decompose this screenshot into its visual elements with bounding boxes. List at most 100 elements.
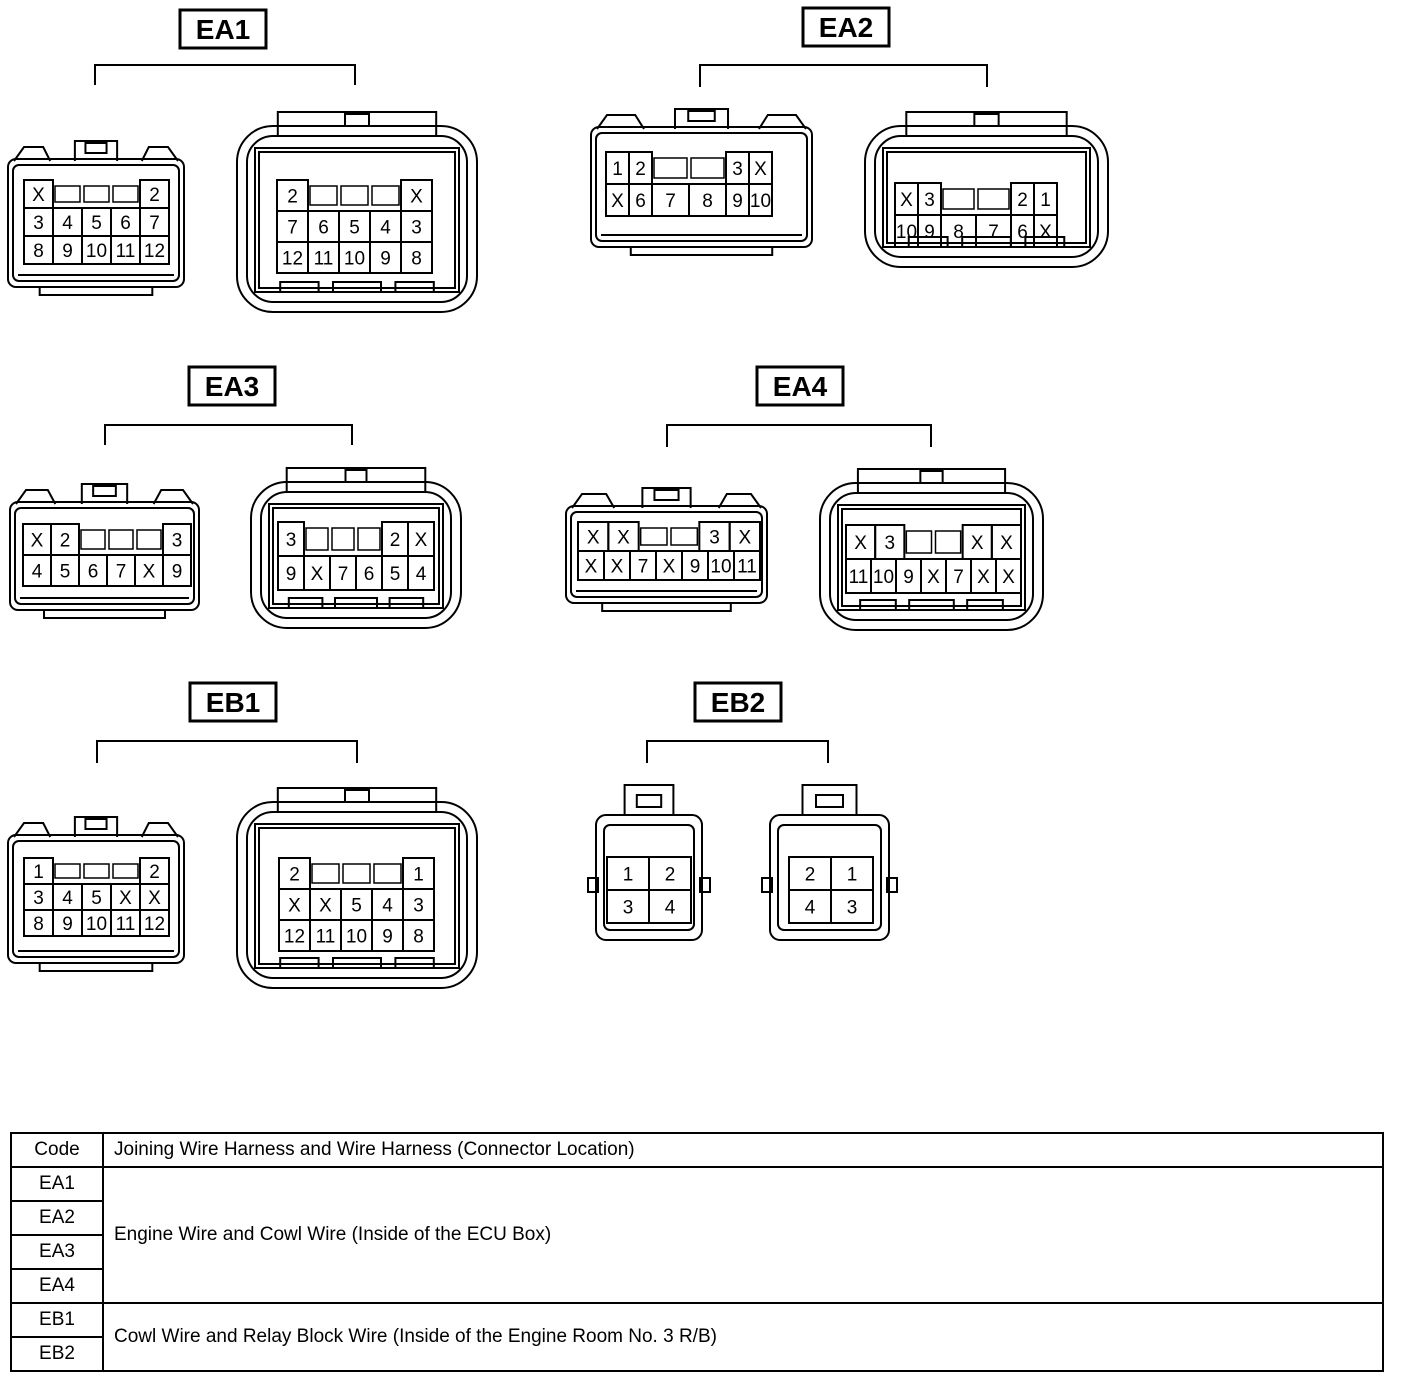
pin-label: 6 <box>318 218 329 239</box>
pin-label: 11 <box>737 557 757 578</box>
pin-label: 1 <box>33 862 44 883</box>
connector-inner-wall <box>246 135 468 303</box>
side-latch <box>886 877 898 893</box>
connector-code-box <box>187 365 277 407</box>
pin-label: 5 <box>390 564 401 585</box>
pin-label: 3 <box>847 898 858 919</box>
locking-tab <box>856 468 1007 493</box>
pin-label: X <box>143 562 156 583</box>
code-cell: EA3 <box>10 1234 104 1270</box>
housing-shoulder <box>596 114 645 130</box>
connector-code-label: EA4 <box>773 371 828 402</box>
pin-cell <box>995 558 1022 594</box>
connector-code-label: EA3 <box>205 371 259 402</box>
pin-label: 3 <box>884 533 895 554</box>
housing-slot <box>279 957 320 969</box>
housing-base <box>38 963 154 972</box>
pin-label: 6 <box>88 562 99 583</box>
locking-tab <box>905 111 1068 136</box>
center-key <box>373 863 402 884</box>
pin-label: X <box>319 896 332 917</box>
pin-label: 5 <box>349 218 360 239</box>
terminal-cavity-frame <box>886 151 1087 244</box>
terminal-cavity-frame <box>841 508 1022 607</box>
side-latch <box>699 877 711 893</box>
pin-label: 2 <box>390 530 401 551</box>
pin-label: 9 <box>924 222 935 243</box>
pin-label: 3 <box>33 213 44 234</box>
lock-latch <box>815 794 844 808</box>
table-row: EA1 Engine Wire and Cowl Wire (Inside of… <box>10 1166 1384 1304</box>
connector-inner-wall <box>14 507 195 605</box>
center-key <box>331 527 355 551</box>
pin-label: 2 <box>805 865 816 886</box>
pin-cell <box>400 241 433 274</box>
pin-label: 9 <box>286 564 297 585</box>
pin-cell <box>733 550 761 581</box>
pin-label: 5 <box>91 213 102 234</box>
locking-tab <box>641 487 692 508</box>
locking-tab <box>276 111 438 136</box>
center-key <box>136 529 162 550</box>
center-key <box>905 530 933 554</box>
housing-shoulder <box>717 493 762 509</box>
pin-label: 5 <box>60 562 71 583</box>
pin-label: 9 <box>172 562 183 583</box>
center-key <box>112 185 139 203</box>
terminal-cavity-frame <box>837 504 1026 611</box>
lock-latch <box>919 470 944 484</box>
housing-base <box>43 610 166 619</box>
table-row: EB2 <box>10 1336 1383 1372</box>
locking-tab <box>623 784 675 815</box>
pin-label: X <box>663 557 676 578</box>
locking-tab <box>73 816 119 837</box>
pin-label: 9 <box>62 241 73 262</box>
header-description: Joining Wire Harness and Wire Harness (C… <box>102 1132 1384 1168</box>
lock-latch <box>973 113 1000 127</box>
pin-label: 2 <box>289 865 300 886</box>
pin-label: 4 <box>62 213 73 234</box>
pin-label: 3 <box>924 190 935 211</box>
connector-inner-wall <box>829 492 1034 621</box>
pin-label: 10 <box>86 914 107 935</box>
pin-label: 4 <box>380 218 391 239</box>
housing-slot <box>394 281 435 293</box>
connector-housing <box>769 814 890 941</box>
pin-label: X <box>738 528 751 549</box>
pin-label: X <box>900 190 913 211</box>
connector-code-label: EA2 <box>819 12 873 43</box>
pin-label: X <box>617 528 630 549</box>
code-cell: EB2 <box>10 1336 104 1372</box>
pin-label: 8 <box>411 249 422 270</box>
connector-code-label: EA1 <box>196 14 250 45</box>
pin-label: 7 <box>665 191 676 212</box>
pin-label: 11 <box>314 249 334 270</box>
connector-inner-wall <box>777 824 882 931</box>
pin-cell <box>139 909 170 937</box>
connector-inner-wall <box>260 491 452 619</box>
pin-label: 1 <box>1040 190 1051 211</box>
terminal-cavity-frame <box>258 151 456 289</box>
housing-shoulder <box>571 493 616 509</box>
housing-slot <box>908 599 955 611</box>
lock-latch <box>635 794 663 808</box>
connector-housing <box>565 505 768 604</box>
housing-shoulder <box>758 114 807 130</box>
pin-label: 3 <box>732 159 743 180</box>
pin-cell <box>139 235 170 265</box>
center-key <box>112 863 139 879</box>
housing-shoulder <box>13 146 52 162</box>
pin-label: 4 <box>416 564 427 585</box>
center-key <box>80 529 106 550</box>
pin-label: 9 <box>690 557 701 578</box>
connector-inner-wall <box>570 511 763 598</box>
pin-label: 7 <box>638 557 649 578</box>
center-key <box>311 863 340 884</box>
